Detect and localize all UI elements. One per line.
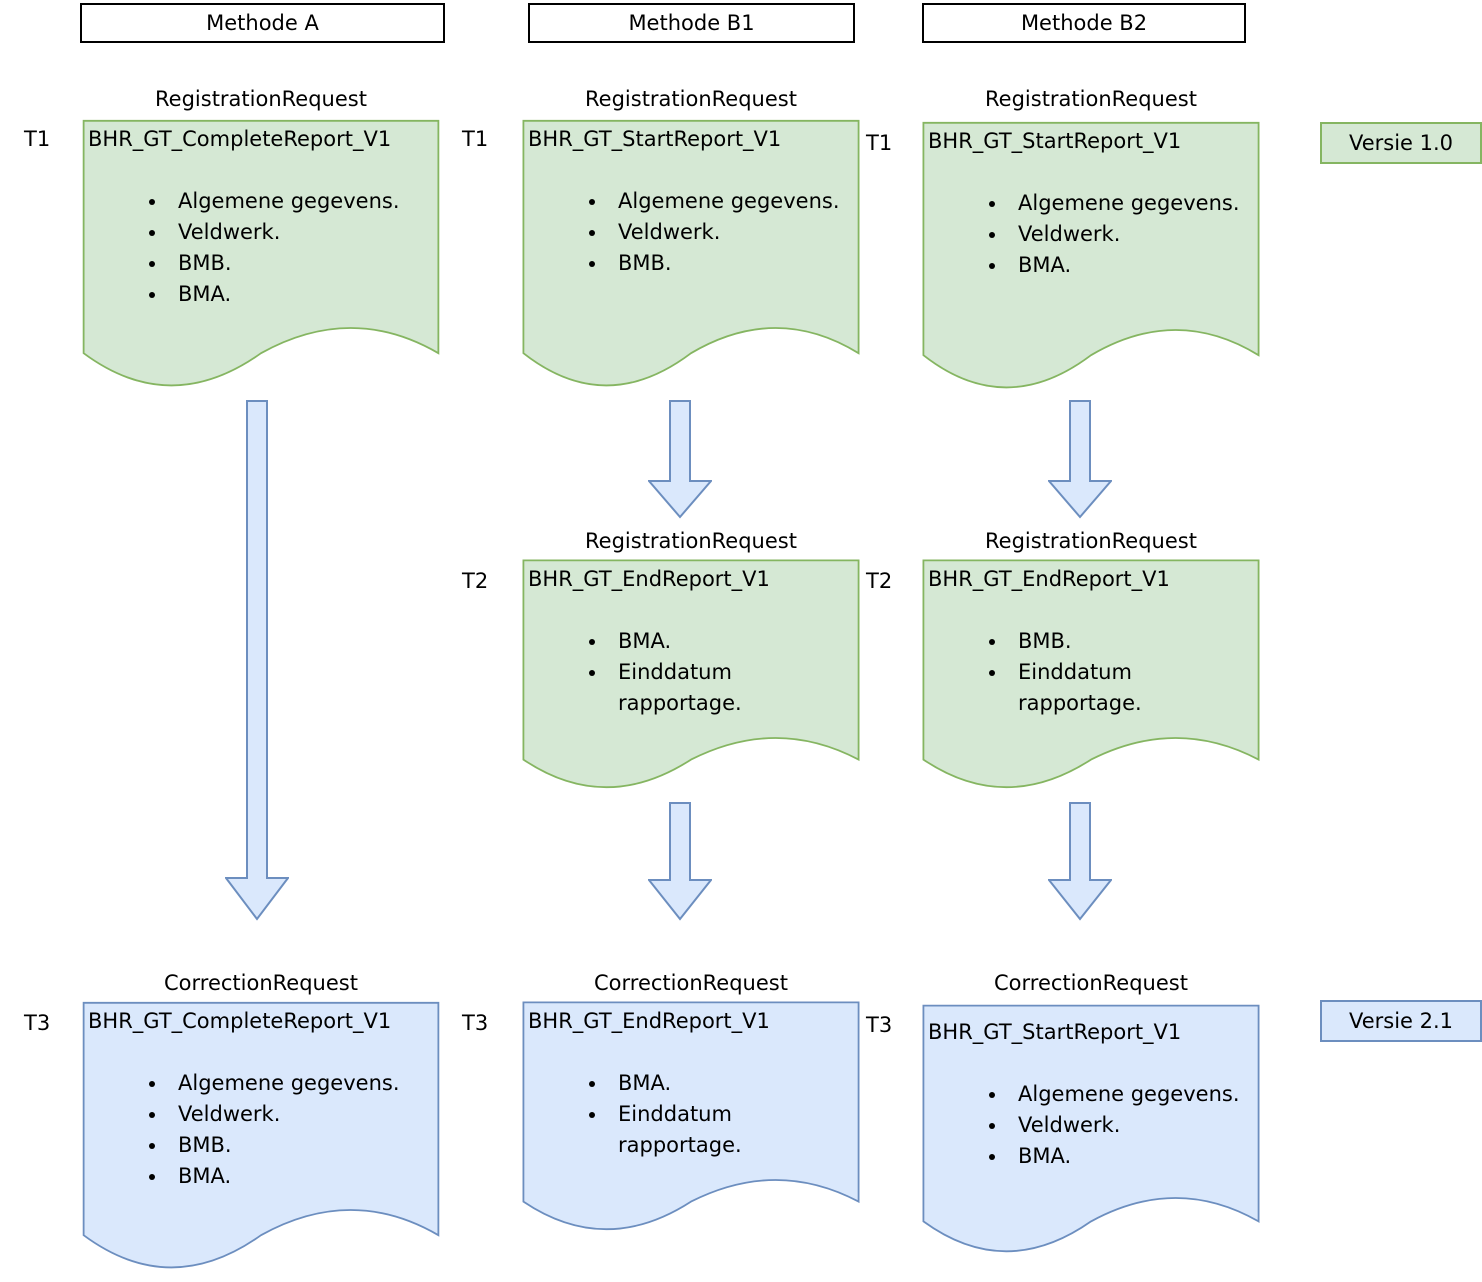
- document-a-t1: BHR_GT_CompleteReport_V1 Algemene gegeve…: [80, 118, 442, 398]
- document-shape: [520, 558, 862, 798]
- request-label-b2-t3: CorrectionRequest: [994, 971, 1188, 995]
- document-bullets: BMA.Einddatum rapportage.: [520, 1068, 778, 1161]
- document-title: BHR_GT_StartReport_V1: [528, 127, 782, 151]
- bullet-item: Algemene gegevens.: [168, 186, 442, 217]
- time-label-b2-t3: T3: [866, 1013, 893, 1037]
- document-b1-t3: BHR_GT_EndReport_V1 BMA.Einddatum rappor…: [520, 1000, 862, 1240]
- bullet-item: BMB.: [168, 1130, 442, 1161]
- document-bullets: Algemene gegevens.Veldwerk.BMA.: [920, 188, 1262, 281]
- bullet-item: Veldwerk.: [1008, 219, 1262, 250]
- document-title: BHR_GT_StartReport_V1: [928, 1020, 1182, 1044]
- document-title: BHR_GT_StartReport_V1: [928, 129, 1182, 153]
- document-title: BHR_GT_CompleteReport_V1: [88, 127, 392, 151]
- bullet-item: Einddatum rapportage.: [1008, 657, 1178, 719]
- bullet-item: Veldwerk.: [608, 217, 862, 248]
- bullet-item: BMB.: [608, 248, 862, 279]
- time-label-a-t1: T1: [24, 127, 51, 151]
- time-label-b1-t1: T1: [462, 127, 489, 151]
- document-shape: [520, 1000, 862, 1240]
- document-a-t3: BHR_GT_CompleteReport_V1 Algemene gegeve…: [80, 1000, 442, 1280]
- document-bullets: Algemene gegevens.Veldwerk.BMB.BMA.: [80, 1068, 442, 1192]
- bullet-item: Einddatum rapportage.: [608, 1099, 778, 1161]
- document-title: BHR_GT_CompleteReport_V1: [88, 1009, 392, 1033]
- bullet-item: BMA.: [608, 626, 778, 657]
- time-label-b2-t1: T1: [866, 131, 893, 155]
- document-b2-t1: BHR_GT_StartReport_V1 Algemene gegevens.…: [920, 120, 1262, 400]
- down-arrow-b2-1: [1048, 400, 1112, 519]
- document-shape: [920, 120, 1262, 400]
- bullet-item: BMB.: [1008, 626, 1178, 657]
- bullet-item: Algemene gegevens.: [1008, 1079, 1262, 1110]
- bullet-item: BMA.: [168, 279, 442, 310]
- bullet-item: Einddatum rapportage.: [608, 657, 778, 719]
- document-bullets: BMA.Einddatum rapportage.: [520, 626, 778, 719]
- document-shape: [520, 118, 862, 398]
- bullet-item: Algemene gegevens.: [1008, 188, 1262, 219]
- down-arrow-b1-1: [648, 400, 712, 519]
- request-label-a-t1: RegistrationRequest: [155, 87, 367, 111]
- request-label-b2-t2: RegistrationRequest: [985, 529, 1197, 553]
- time-label-b1-t2: T2: [462, 569, 489, 593]
- document-shape: [920, 1003, 1262, 1263]
- bullet-item: Algemene gegevens.: [608, 186, 862, 217]
- document-bullets: Algemene gegevens.Veldwerk.BMA.: [920, 1079, 1262, 1172]
- document-title: BHR_GT_EndReport_V1: [928, 567, 1170, 591]
- bullet-item: Algemene gegevens.: [168, 1068, 442, 1099]
- bullet-item: BMA.: [1008, 1141, 1262, 1172]
- document-bullets: Algemene gegevens.Veldwerk.BMB.BMA.: [80, 186, 442, 310]
- bullet-item: BMA.: [608, 1068, 778, 1099]
- bullet-item: BMA.: [1008, 250, 1262, 281]
- document-bullets: BMB.Einddatum rapportage.: [920, 626, 1178, 719]
- version-badge-2-1: Versie 2.1: [1320, 1000, 1482, 1042]
- document-bullets: Algemene gegevens.Veldwerk.BMB.: [520, 186, 862, 279]
- document-b2-t3: BHR_GT_StartReport_V1 Algemene gegevens.…: [920, 1003, 1262, 1263]
- version-badge-1-0: Versie 1.0: [1320, 122, 1482, 164]
- time-label-a-t3: T3: [24, 1011, 51, 1035]
- header-methode-b2: Methode B2: [922, 3, 1246, 43]
- time-label-b1-t3: T3: [462, 1011, 489, 1035]
- bullet-item: Veldwerk.: [1008, 1110, 1262, 1141]
- down-arrow-a: [225, 400, 289, 921]
- bullet-item: Veldwerk.: [168, 1099, 442, 1130]
- down-arrow-b1-2: [648, 802, 712, 921]
- bullet-item: Veldwerk.: [168, 217, 442, 248]
- document-shape: [920, 558, 1262, 798]
- document-b1-t1: BHR_GT_StartReport_V1 Algemene gegevens.…: [520, 118, 862, 398]
- down-arrow-b2-2: [1048, 802, 1112, 921]
- header-methode-b1: Methode B1: [528, 3, 855, 43]
- time-label-b2-t2: T2: [866, 569, 893, 593]
- document-b2-t2: BHR_GT_EndReport_V1 BMB.Einddatum rappor…: [920, 558, 1262, 798]
- document-shape: [80, 1000, 442, 1280]
- document-b1-t2: BHR_GT_EndReport_V1 BMA.Einddatum rappor…: [520, 558, 862, 798]
- header-methode-a: Methode A: [80, 3, 445, 43]
- document-title: BHR_GT_EndReport_V1: [528, 1009, 770, 1033]
- request-label-a-t3: CorrectionRequest: [164, 971, 358, 995]
- document-shape: [80, 118, 442, 398]
- bullet-item: BMA.: [168, 1161, 442, 1192]
- request-label-b1-t1: RegistrationRequest: [585, 87, 797, 111]
- request-label-b1-t2: RegistrationRequest: [585, 529, 797, 553]
- request-label-b2-t1: RegistrationRequest: [985, 87, 1197, 111]
- request-label-b1-t3: CorrectionRequest: [594, 971, 788, 995]
- bullet-item: BMB.: [168, 248, 442, 279]
- document-title: BHR_GT_EndReport_V1: [528, 567, 770, 591]
